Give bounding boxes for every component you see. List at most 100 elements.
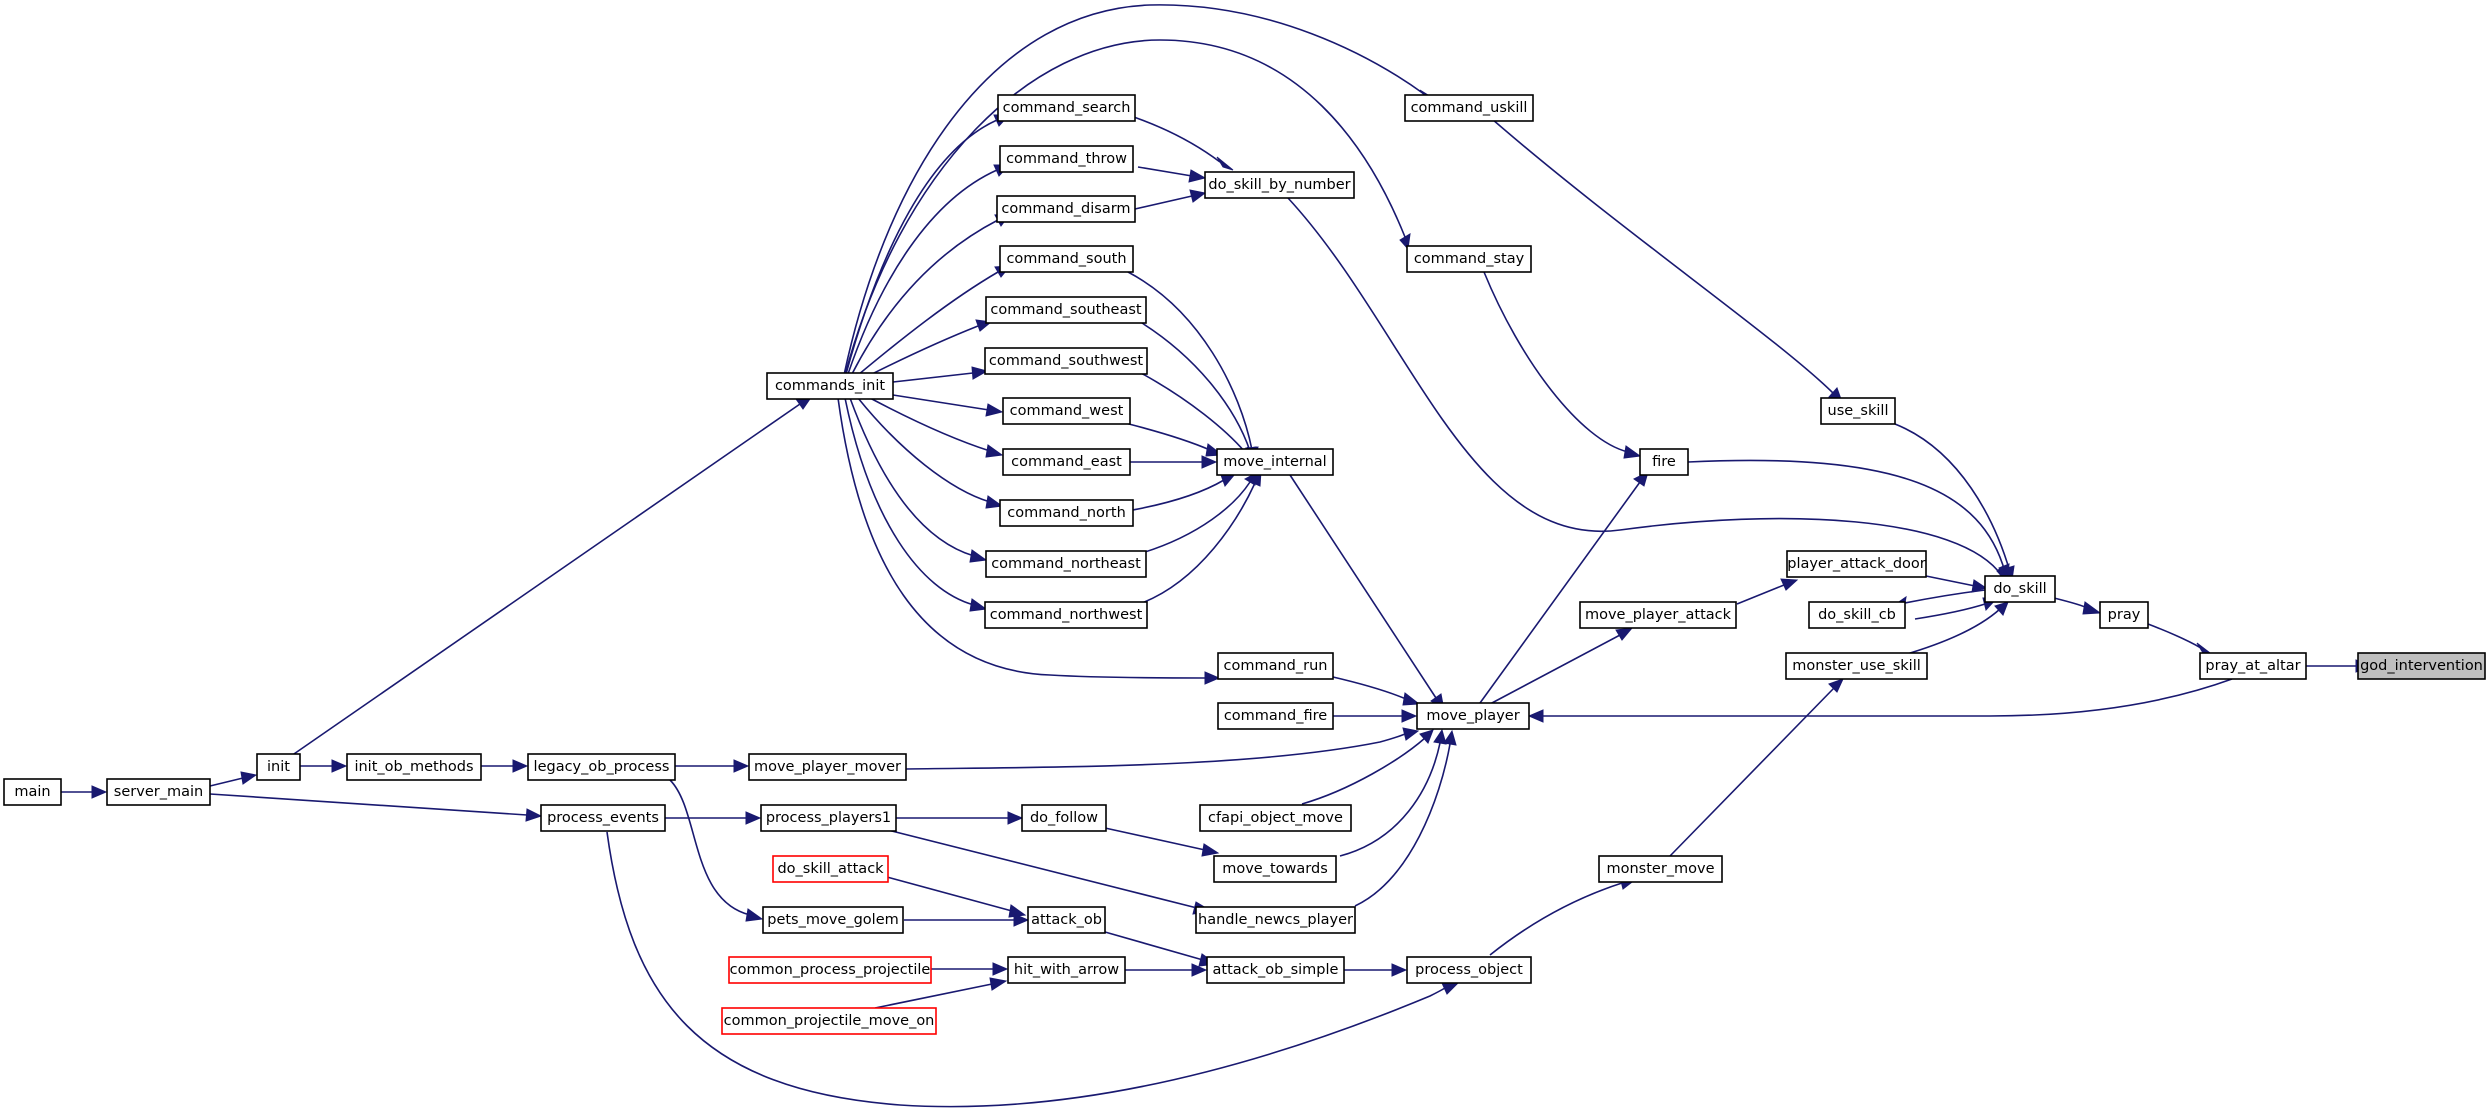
node-process_players1[interactable]: process_players1 — [760, 804, 897, 832]
node-do_skill_cb[interactable]: do_skill_cb — [1808, 601, 1906, 629]
node-pets_move_golem[interactable]: pets_move_golem — [762, 906, 904, 934]
node-command_south[interactable]: command_south — [999, 245, 1134, 273]
edge-commands_init-command_run — [837, 397, 1221, 685]
edge-main-server_main — [61, 785, 108, 799]
node-label: command_southwest — [989, 353, 1143, 369]
node-label: pray — [2108, 607, 2141, 623]
node-command_search[interactable]: command_search — [997, 94, 1136, 122]
node-hit_with_arrow[interactable]: hit_with_arrow — [1007, 956, 1126, 984]
node-move_internal[interactable]: move_internal — [1216, 448, 1334, 476]
edge-process_players1-do_follow — [896, 811, 1024, 825]
node-command_northeast[interactable]: command_northeast — [985, 550, 1147, 578]
node-label: command_run — [1224, 658, 1328, 674]
node-common_projectile_move_on[interactable]: common_projectile_move_on — [721, 1007, 937, 1035]
node-label: process_players1 — [766, 810, 891, 826]
edge-process_events-process_players1 — [665, 811, 762, 825]
edge-commands_init-command_northeast — [849, 397, 988, 563]
node-label: move_player_attack — [1585, 607, 1732, 623]
node-label: monster_move — [1606, 861, 1714, 877]
node-command_stay[interactable]: command_stay — [1406, 245, 1532, 273]
node-monster_use_skill[interactable]: monster_use_skill — [1785, 652, 1928, 680]
node-move_player[interactable]: move_player — [1416, 702, 1530, 730]
node-server_main[interactable]: server_main — [106, 778, 211, 806]
edge-command_west-move_internal — [1124, 422, 1224, 457]
node-label: do_skill_cb — [1818, 607, 1896, 623]
node-command_southwest[interactable]: command_southwest — [984, 347, 1148, 375]
node-command_southeast[interactable]: command_southeast — [985, 296, 1147, 324]
node-label: attack_ob — [1031, 912, 1102, 928]
node-label: init_ob_methods — [354, 759, 473, 775]
node-command_throw[interactable]: command_throw — [999, 145, 1134, 173]
edge-command_fire-move_player — [1333, 709, 1418, 723]
node-label: legacy_ob_process — [534, 759, 670, 775]
node-label: command_north — [1007, 505, 1126, 521]
node-legacy_ob_process[interactable]: legacy_ob_process — [527, 753, 676, 781]
node-pray[interactable]: pray — [2099, 601, 2149, 629]
node-label: command_search — [1003, 100, 1131, 116]
node-command_run[interactable]: command_run — [1217, 652, 1334, 680]
node-label: process_events — [547, 810, 659, 826]
edge-monster_use_skill-do_skill — [1899, 601, 2009, 657]
edge-player_attack_door-do_skill — [1925, 575, 1988, 593]
node-attack_ob[interactable]: attack_ob — [1027, 906, 1106, 934]
node-label: command_southeast — [990, 302, 1141, 318]
node-label: main — [14, 784, 50, 800]
node-label: server_main — [114, 784, 203, 800]
node-command_disarm[interactable]: command_disarm — [996, 195, 1136, 223]
node-command_fire[interactable]: command_fire — [1217, 702, 1334, 730]
node-init_ob_methods[interactable]: init_ob_methods — [346, 753, 482, 781]
edge-command_search-do_skill_by_number — [1124, 113, 1234, 171]
edge-commands_init-command_east — [869, 397, 1004, 458]
node-handle_newcs_player[interactable]: handle_newcs_player — [1195, 906, 1356, 934]
node-command_northwest[interactable]: command_northwest — [984, 601, 1148, 629]
node-use_skill[interactable]: use_skill — [1820, 397, 1896, 425]
edge-commands_init-command_southwest — [892, 366, 989, 383]
edge-command_east-move_internal — [1128, 455, 1218, 469]
node-monster_move[interactable]: monster_move — [1598, 855, 1723, 883]
node-commands_init[interactable]: commands_init — [766, 372, 894, 400]
node-cfapi_object_move[interactable]: cfapi_object_move — [1199, 804, 1352, 832]
node-label: commands_init — [775, 378, 885, 394]
node-process_events[interactable]: process_events — [540, 804, 666, 832]
node-do_follow[interactable]: do_follow — [1021, 804, 1107, 832]
node-pray_at_altar[interactable]: pray_at_altar — [2199, 652, 2307, 680]
node-do_skill_attack[interactable]: do_skill_attack — [772, 855, 889, 883]
node-label: use_skill — [1828, 403, 1889, 419]
node-attack_ob_simple[interactable]: attack_ob_simple — [1206, 956, 1345, 984]
node-command_north[interactable]: command_north — [999, 499, 1134, 527]
node-move_player_attack[interactable]: move_player_attack — [1579, 601, 1737, 629]
node-do_skill_by_number[interactable]: do_skill_by_number — [1204, 171, 1355, 199]
node-fire[interactable]: fire — [1639, 448, 1689, 476]
edge-command_disarm-do_skill_by_number — [1134, 189, 1207, 210]
node-command_east[interactable]: command_east — [1002, 448, 1131, 476]
node-command_west[interactable]: command_west — [1002, 397, 1131, 425]
node-god_intervention[interactable]: god_intervention — [2357, 652, 2486, 680]
node-command_uskill[interactable]: command_uskill — [1404, 94, 1534, 122]
edge-pray_at_altar-move_player — [1527, 678, 2233, 723]
node-label: player_attack_door — [1787, 556, 1926, 572]
edge-hit_with_arrow-attack_ob_simple — [1125, 963, 1208, 977]
node-player_attack_door[interactable]: player_attack_door — [1786, 550, 1927, 578]
node-common_process_projectile[interactable]: common_process_projectile — [728, 956, 932, 984]
node-move_player_mover[interactable]: move_player_mover — [748, 753, 907, 781]
edge-pray-pray_at_altar — [2147, 623, 2215, 657]
edge-commands_init-command_north — [857, 397, 1004, 509]
node-main[interactable]: main — [3, 778, 62, 806]
node-label: monster_use_skill — [1792, 658, 1921, 674]
edge-init-commands_init — [290, 395, 814, 757]
node-label: command_south — [1006, 251, 1126, 267]
edge-command_north-move_internal — [1126, 473, 1237, 512]
node-init[interactable]: init — [256, 753, 301, 781]
edge-command_southeast-move_internal — [1141, 322, 1257, 464]
edge-do_skill_attack-attack_ob — [886, 876, 1027, 918]
edge-common_projectile_move_on-hit_with_arrow — [874, 977, 1008, 1009]
node-move_towards[interactable]: move_towards — [1213, 855, 1337, 883]
edge-pets_move_golem-attack_ob — [904, 913, 1030, 927]
node-label: cfapi_object_move — [1208, 810, 1343, 826]
edge-do_skill-pray — [2053, 597, 2102, 615]
edge-cfapi_object_move-move_player — [1301, 729, 1434, 805]
node-label: move_internal — [1223, 454, 1326, 470]
node-do_skill[interactable]: do_skill — [1984, 575, 2056, 603]
node-process_object[interactable]: process_object — [1406, 956, 1532, 984]
